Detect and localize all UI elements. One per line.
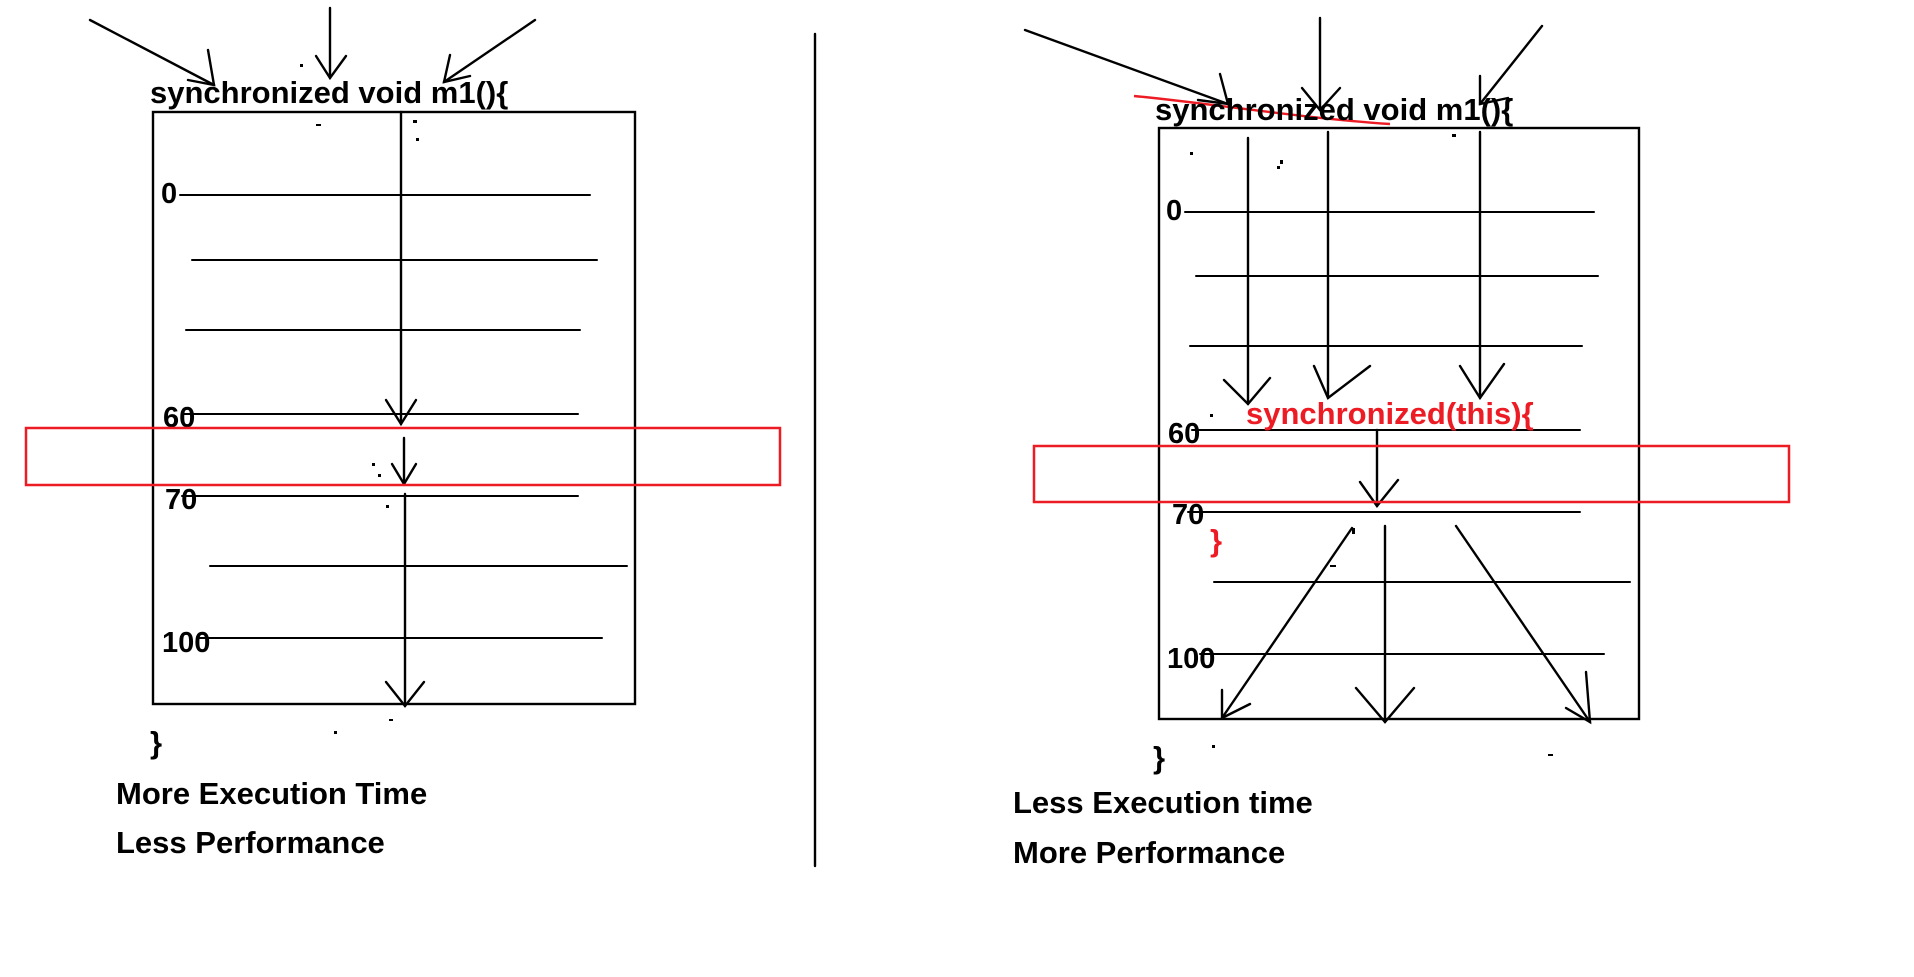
left-critical-section-highlight — [24, 426, 782, 487]
right-closing-brace: } — [1153, 740, 1165, 775]
right-inner-sync-block-close: } — [1210, 523, 1222, 558]
arrowhead-icon — [1358, 478, 1400, 508]
left-caption-performance: Less Performance — [116, 825, 385, 860]
right-caption-performance: More Performance — [1013, 835, 1285, 870]
right-code-lines — [1184, 211, 1631, 655]
right-header-strikethrough — [1133, 94, 1391, 126]
right-method-header: synchronized void m1(){ — [1155, 92, 1513, 127]
right-incoming-threads — [1023, 16, 1544, 112]
thread-arrow-3 — [1478, 24, 1544, 106]
thread-arrowhead-3 — [1478, 74, 1510, 106]
thread-arrowhead-2 — [314, 54, 348, 81]
arrowhead-icon — [1222, 376, 1272, 406]
left-caption-execution-time: More Execution Time — [116, 776, 427, 811]
thread-arrow-1 — [1023, 28, 1230, 106]
left-line-number-70: 70 — [165, 484, 197, 516]
left-closing-brace: } — [150, 725, 162, 760]
arrowhead-icon — [1354, 686, 1416, 724]
left-line-number-0: 0 — [161, 178, 177, 210]
right-critical-section-highlight — [1032, 444, 1791, 504]
right-critical-thread — [1358, 428, 1400, 508]
right-stray-marks — [1190, 134, 1553, 756]
right-parallel-threads — [1222, 130, 1506, 406]
left-line-number-100: 100 — [162, 627, 210, 659]
arrowhead-icon — [1458, 362, 1506, 401]
right-line-number-70: 70 — [1172, 499, 1204, 531]
right-panel: synchronized void m1(){ 0 60 70 100 — [1013, 16, 1791, 870]
left-thread-path — [384, 110, 426, 708]
left-stray-marks — [300, 64, 419, 734]
left-incoming-threads — [88, 6, 537, 87]
left-code-lines — [179, 194, 628, 639]
thread-arrow-1 — [88, 18, 216, 87]
right-method-body — [1157, 126, 1641, 721]
arrowhead-icon — [1220, 688, 1252, 720]
arrowhead-icon — [1312, 364, 1372, 400]
thread-arrow-3 — [442, 18, 537, 84]
thread-arrowhead-3 — [442, 53, 472, 84]
thread-path-line — [1454, 524, 1592, 724]
right-line-number-0: 0 — [1166, 195, 1182, 227]
right-caption-execution-time: Less Execution time — [1013, 785, 1313, 820]
thread-arrowhead-2 — [1300, 86, 1342, 112]
left-panel: synchronized void m1(){ 0 60 70 100 — [24, 6, 782, 860]
left-method-header: synchronized void m1(){ — [150, 75, 508, 110]
thread-arrowhead-1 — [1196, 72, 1230, 106]
thread-arrowhead-1 — [186, 48, 216, 87]
right-line-number-100: 100 — [1167, 643, 1215, 675]
arrowhead-icon — [1564, 670, 1592, 725]
arrowhead-icon — [384, 398, 418, 427]
right-fanout-threads — [1220, 524, 1592, 725]
right-line-number-60: 60 — [1168, 418, 1200, 450]
left-method-body — [151, 110, 637, 706]
thread-path-line — [1220, 526, 1354, 720]
arrowhead-icon — [384, 680, 426, 708]
right-inner-sync-block-open: synchronized(this){ — [1246, 396, 1534, 431]
